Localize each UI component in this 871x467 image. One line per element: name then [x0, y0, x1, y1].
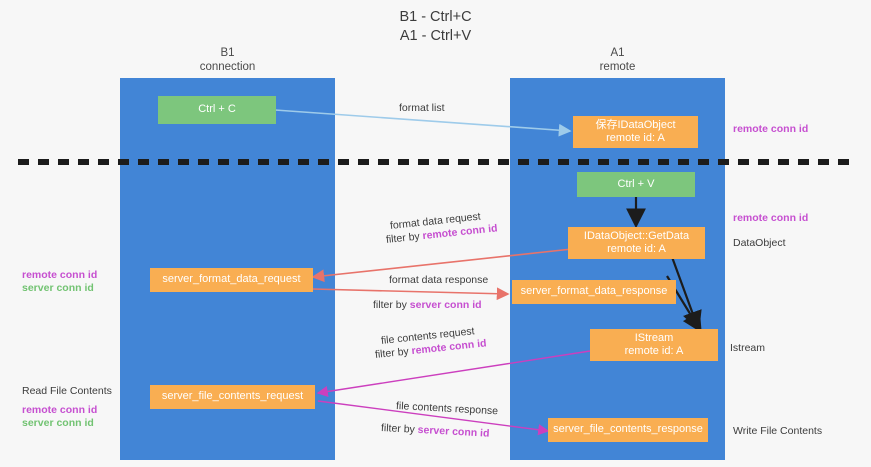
lane-header-b1: B1 connection — [199, 47, 256, 73]
right-label-remote-conn-id-mid: remote conn id — [733, 212, 809, 224]
diagram-title: B1 - Ctrl+C A1 - Ctrl+V — [399, 9, 472, 44]
filter-prefix: filter by — [380, 422, 419, 436]
left-label-server-conn-id-bottom: server conn id — [22, 417, 94, 429]
node-server-file-contents-request[interactable]: server_file_contents_request — [150, 385, 315, 409]
right-label-remote-conn-id-top: remote conn id — [733, 123, 809, 135]
node-idataobject-getdata[interactable]: IDataObject::GetData remote id: A — [568, 227, 705, 259]
left-label-remote-conn-id-bottom: remote conn id — [22, 404, 98, 416]
edge-format-data-response — [312, 287, 510, 301]
edge-label-format-data-response: format data response — [389, 274, 489, 286]
node-server-file-contents-response[interactable]: server_file_contents_response — [548, 418, 708, 442]
edge-label-format-data-response-filter: filter by server conn id — [373, 298, 482, 312]
left-label-read-file-contents: Read File Contents — [22, 385, 112, 397]
node-ctrl-v[interactable]: Ctrl + V — [577, 172, 695, 197]
right-label-istream: Istream — [730, 342, 766, 354]
node-server-format-data-response[interactable]: server_format_data_response — [512, 280, 676, 304]
left-label-remote-conn-id-mid: remote conn id — [22, 269, 98, 281]
edge-label-file-contents-response: file contents response — [395, 400, 499, 418]
right-label-dataobject: DataObject — [733, 237, 786, 249]
filter-prefix: filter by — [374, 345, 413, 361]
edge-label-format-list: format list — [399, 102, 445, 114]
lane-header-a1: A1 remote — [599, 47, 636, 73]
node-ctrl-c[interactable]: Ctrl + C — [158, 96, 276, 124]
filter-prefix: filter by — [373, 299, 410, 311]
node-save-idataobject[interactable]: 保存IDataObject remote id: A — [573, 116, 698, 148]
node-istream[interactable]: IStream remote id: A — [590, 329, 718, 361]
edge-label-file-contents-response-filter: filter by server conn id — [381, 421, 490, 441]
right-label-write-file-contents: Write File Contents — [733, 425, 823, 437]
filter-prefix: filter by — [385, 230, 424, 246]
node-server-format-data-request[interactable]: server_format_data_request — [150, 268, 313, 292]
filter-key-server-conn-id: server conn id — [417, 423, 490, 440]
filter-key-server-conn-id: server conn id — [409, 299, 482, 311]
left-label-server-conn-id-mid: server conn id — [22, 282, 94, 294]
